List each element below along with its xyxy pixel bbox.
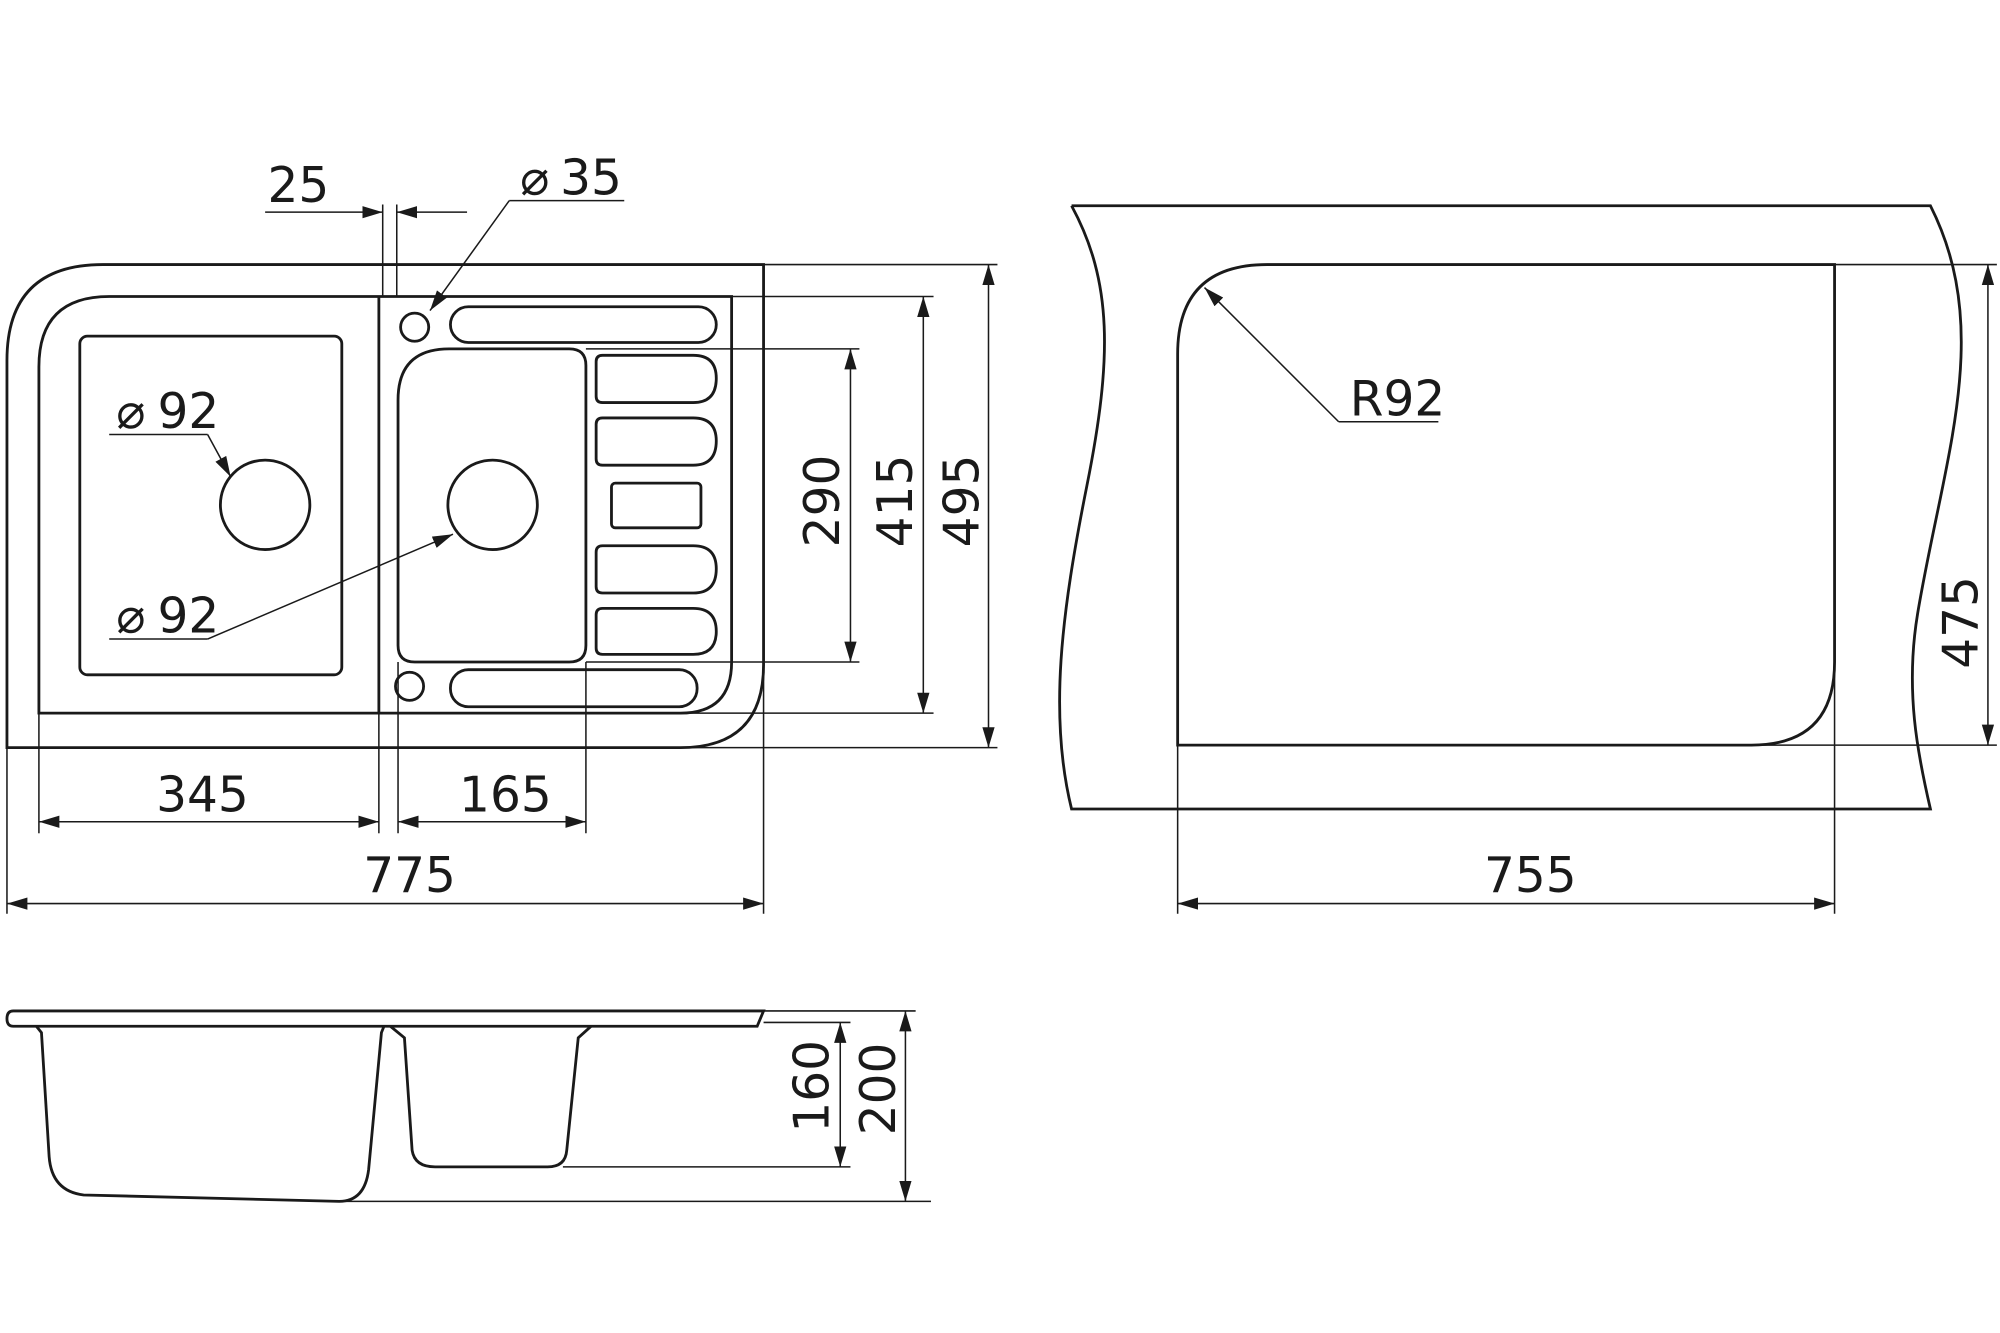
dim-small-bowl-depth: 290: [795, 455, 851, 548]
dim-large-bowl-width: 345: [156, 768, 249, 824]
large-bowl-drain: [218, 458, 312, 551]
small-bowl-profile: [389, 1025, 592, 1169]
drainer-rib: [594, 353, 718, 404]
dim-bowl-depth: 160: [785, 1040, 841, 1133]
drainer-rib: [594, 544, 718, 595]
large-bowl-profile: [35, 1025, 386, 1203]
sink-rim-outline: [37, 295, 734, 715]
dim-inner-depth: 415: [868, 455, 924, 548]
dim-drain-right-diameter: 92: [158, 589, 220, 645]
drainer-rib: [594, 416, 718, 467]
drainer-rib: [594, 606, 718, 656]
small-bowl-drain: [446, 458, 539, 551]
tap-hole: [399, 311, 431, 343]
diameter-symbol: ⌀: [116, 589, 145, 645]
drainer-slot-top: [449, 305, 718, 344]
dim-overall-depth: 495: [934, 455, 990, 548]
top-view: 25 ⌀ 35 ⌀ 92 ⌀ 92 290 415 495: [5, 150, 998, 914]
dim-cutout-width: 755: [1484, 848, 1577, 904]
dim-overall-width: 775: [363, 848, 456, 904]
dim-rim-offset: 25: [267, 158, 329, 214]
dim-overall-height: 200: [851, 1043, 907, 1136]
side-view: 160 200: [5, 1009, 931, 1203]
dim-drain-left-diameter: 92: [158, 384, 220, 440]
sink-top-plate: [5, 1009, 766, 1028]
sink-outer-outline: [5, 263, 765, 750]
dim-tap-hole-diameter: 35: [560, 150, 622, 206]
dim-small-bowl-width: 165: [459, 768, 552, 824]
drainer-rib: [610, 481, 703, 530]
dim-corner-radius: R92: [1350, 371, 1446, 427]
dim-cutout-depth: 475: [1934, 576, 1990, 669]
large-bowl: [78, 334, 344, 677]
cutout-outline: [1176, 263, 1836, 747]
countertop-outline: [1058, 204, 1963, 811]
diameter-symbol: ⌀: [520, 150, 549, 206]
cutout-view: R92 475 755: [1058, 204, 1997, 914]
diameter-symbol: ⌀: [116, 384, 145, 440]
small-bowl: [396, 347, 588, 664]
drainer-slot-bottom: [449, 668, 699, 709]
overflow-hole: [394, 670, 426, 702]
